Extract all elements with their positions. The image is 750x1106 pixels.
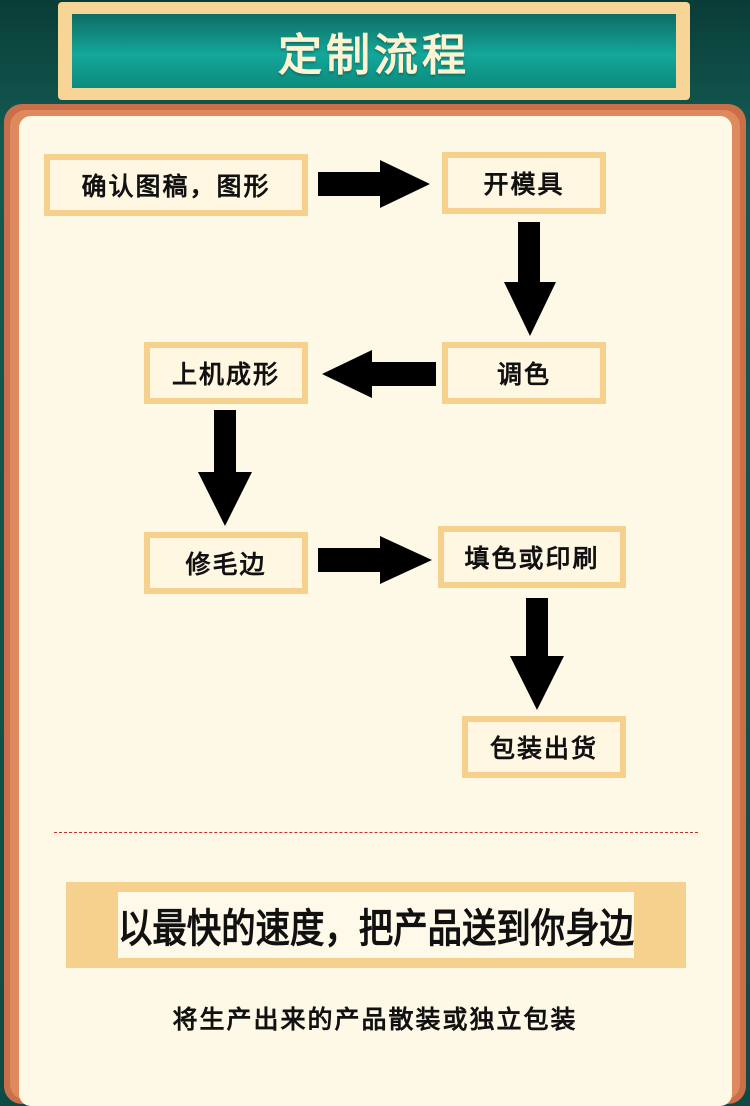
packaging-note: 将生产出来的产品散装或独立包装	[172, 1005, 578, 1034]
arrow-right-icon	[318, 160, 430, 208]
dashed-divider	[54, 832, 698, 833]
step-trim-edges: 修毛边	[144, 532, 308, 594]
step-open-mold: 开模具	[442, 152, 606, 214]
slogan-text: 以最快的速度，把产品送到你身边	[118, 892, 634, 958]
page-title: 定制流程	[278, 30, 470, 81]
arrow-down-icon	[198, 410, 252, 526]
step-pack-and-ship: 包装出货	[462, 716, 626, 778]
step-color-mixing: 调色	[442, 342, 606, 404]
arrow-down-icon	[510, 598, 564, 710]
step-machine-forming: 上机成形	[144, 342, 308, 404]
step-confirm-artwork: 确认图稿，图形	[44, 154, 308, 216]
arrow-right-icon	[318, 536, 432, 584]
step-fill-or-print: 填色或印刷	[438, 526, 626, 588]
title-banner: 定制流程	[58, 2, 690, 100]
arrow-down-icon	[504, 222, 556, 336]
slogan-box: 以最快的速度，把产品送到你身边	[66, 882, 686, 968]
arrow-left-icon	[322, 350, 436, 398]
title-banner-inner: 定制流程	[72, 14, 676, 88]
